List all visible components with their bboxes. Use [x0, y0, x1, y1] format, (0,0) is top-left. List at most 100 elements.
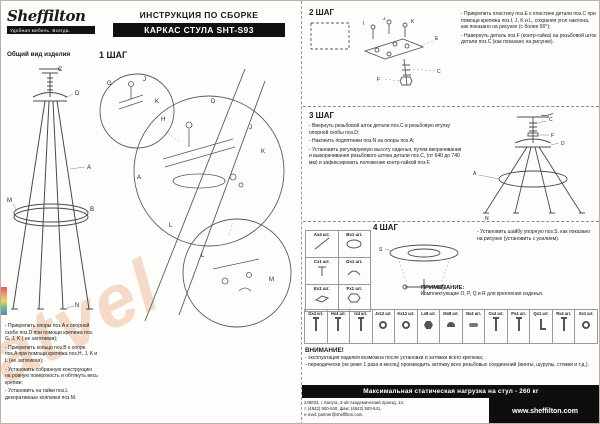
website-banner: www.sheffilton.com	[489, 398, 599, 423]
hardware-label: Sх1 шт.	[578, 311, 594, 316]
hardware-label: Mх8 шт.	[443, 311, 459, 316]
hardware-cell: Lх8 шт.	[418, 310, 441, 343]
hardware-cell: Mх8 шт.	[440, 310, 463, 343]
bracket-part-icon	[347, 270, 361, 276]
step1-note: - Установить на гайки поз.L декоративные…	[5, 388, 77, 401]
cap-icon	[446, 322, 455, 327]
screw-icon	[493, 317, 500, 331]
section-divider	[303, 106, 599, 107]
step1-label-j1: J	[143, 77, 146, 83]
leg-part-icon	[314, 237, 330, 250]
step2-label-j: J	[383, 17, 386, 22]
step1-label-k1: K	[155, 99, 159, 105]
step1-label-d: D	[211, 99, 216, 105]
step1-note: - Прикрепить опоры поз.A к опорной скобе…	[5, 323, 94, 343]
hardware-cell: Kх12 шт.	[395, 310, 418, 343]
hardware-label: Rх4 шт.	[556, 311, 572, 316]
overview-label-a: A	[87, 165, 91, 171]
brand-tagline: Удобная мебель. Всегда.	[7, 26, 95, 34]
footer-address: 248033, г. Калуга, 2-ой Академический пр…	[304, 400, 488, 418]
hardware-cell: Jх12 шт.	[373, 310, 396, 343]
overview-label-n: N	[75, 303, 79, 309]
overview-label-c: C	[58, 67, 63, 73]
step4-diagram: S	[379, 244, 459, 295]
plate-part-icon	[314, 295, 329, 303]
note-block: ПРИМЕЧАНИЕ: Комплектующие O, P, Q и R дл…	[421, 285, 597, 298]
part-cell: Eх1 шт.	[306, 285, 339, 312]
hardware-cell: Hх4 шт.	[328, 310, 351, 343]
brand-name: Sheffilton	[7, 7, 86, 25]
step2-label-i: I	[363, 21, 364, 27]
step1-heading: 1 ШАГ	[99, 50, 128, 60]
screw-icon	[357, 317, 364, 331]
screw-icon	[515, 317, 522, 331]
screw-icon	[312, 317, 319, 331]
note-text: Комплектующие O, P, Q и R для крепления …	[421, 291, 544, 297]
step1-label-a: A	[137, 175, 141, 181]
part-label: Fх1 шт.	[346, 286, 362, 291]
step1-notes: - Прикрепить опоры поз.A к опорной скобе…	[5, 323, 98, 404]
step1-label-l1: L	[169, 223, 173, 229]
step3-label-c: C	[549, 117, 553, 123]
warning-note: - периодически (не реже 1 раза в месяц) …	[305, 361, 589, 368]
column-part-icon	[317, 266, 326, 276]
step2-note: - Прикрепить пластину поз.E к пластине д…	[461, 11, 596, 31]
step1-label-m: M	[269, 277, 274, 283]
step2-diagram: I J K E C F	[310, 17, 441, 86]
step3-label-f: F	[551, 133, 554, 139]
step2-notes: - Прикрепить пластину поз.E к пластине д…	[461, 11, 597, 48]
document-header: ИНСТРУКЦИЯ ПО СБОРКЕ КАРКАС СТУЛА SHT-S9…	[103, 10, 295, 37]
step2-label-k: K	[411, 19, 415, 25]
screw-icon	[335, 317, 342, 331]
step1-label-g: G	[107, 81, 112, 87]
hardware-label: Lх8 шт.	[421, 311, 436, 316]
address-line: 248033, г. Калуга, 2-ой Академический пр…	[304, 400, 405, 405]
hardware-label: Jх12 шт.	[375, 311, 392, 316]
address-line: т. (4842) 500-540, факс (4842) 500-541,	[304, 406, 382, 412]
hardware-label: Hх4 шт.	[330, 311, 346, 316]
step1-label-k2: K	[261, 149, 265, 155]
watermark-color-strip	[1, 287, 7, 315]
step3-note: - Установить регулируемую высоту сиденья…	[309, 146, 462, 166]
hardware-label: Iх4 шт.	[354, 311, 368, 316]
foot-pad-icon	[468, 323, 478, 327]
overview-label-b: B	[90, 207, 94, 213]
step1-note: - Установить собранную конструкцию на ро…	[5, 366, 98, 386]
hardware-cell: Pх4 шт.	[508, 310, 531, 343]
part-label: Eх1 шт.	[313, 286, 330, 291]
step2-label-c: C	[437, 69, 441, 75]
hardware-cell: Rх4 шт.	[553, 310, 576, 343]
hardware-cell: Gх4 шт.	[305, 310, 328, 343]
step2-heading: 2 ШАГ	[309, 8, 335, 17]
step3-label-d: D	[561, 141, 565, 147]
hex-key-icon	[540, 319, 547, 330]
hardware-cell: Nх4 шт.	[463, 310, 486, 343]
step1-label-j2: J	[249, 125, 252, 131]
hardware-label: Gх4 шт.	[308, 311, 324, 316]
step2-note: - Навернуть деталь поз.F (контр-гайка) н…	[461, 32, 597, 46]
page-fold-line	[301, 1, 302, 423]
step3-note: - Ввернуть резьбовой шток детали поз.C в…	[309, 123, 451, 136]
ring-part-icon	[346, 239, 362, 249]
warning-note: - эксплуатация изделия возможна после ус…	[305, 355, 484, 361]
document-title: ИНСТРУКЦИЯ ПО СБОРКЕ	[139, 10, 259, 20]
brand-logo: Sheffilton Удобная мебель. Всегда.	[7, 7, 99, 34]
hardware-label: Oх4 шт.	[488, 311, 504, 316]
step1-label-l2: L	[201, 253, 205, 259]
overview-heading: Общий вид изделия	[7, 51, 71, 58]
hardware-cell: Qх1 шт.	[530, 310, 553, 343]
chair-overview-diagram: C D A B N M	[7, 67, 94, 310]
step1-note: - Прикрепить кольцо поз.B к опоре поз.A …	[5, 344, 98, 364]
max-load-banner: Максимальная статическая нагрузка на сту…	[302, 385, 599, 398]
step4-note: - Установить шайбу упорную поз.S, как по…	[477, 229, 591, 242]
washer-icon	[401, 321, 410, 329]
step1-label-h: H	[161, 117, 165, 123]
step3-note: - Наклеить подпятники поз.N на опоры поз…	[309, 138, 415, 145]
hardware-label: Kх12 шт.	[397, 311, 415, 316]
address-line: e-mail: partner@sheffilton.com	[304, 412, 363, 418]
hardware-cell: Oх4 шт.	[485, 310, 508, 343]
part-label: Aх4 шт.	[313, 232, 330, 237]
warning-notes: - эксплуатация изделия возможна после ус…	[305, 355, 597, 368]
hardware-cell: Iх4 шт.	[350, 310, 373, 343]
